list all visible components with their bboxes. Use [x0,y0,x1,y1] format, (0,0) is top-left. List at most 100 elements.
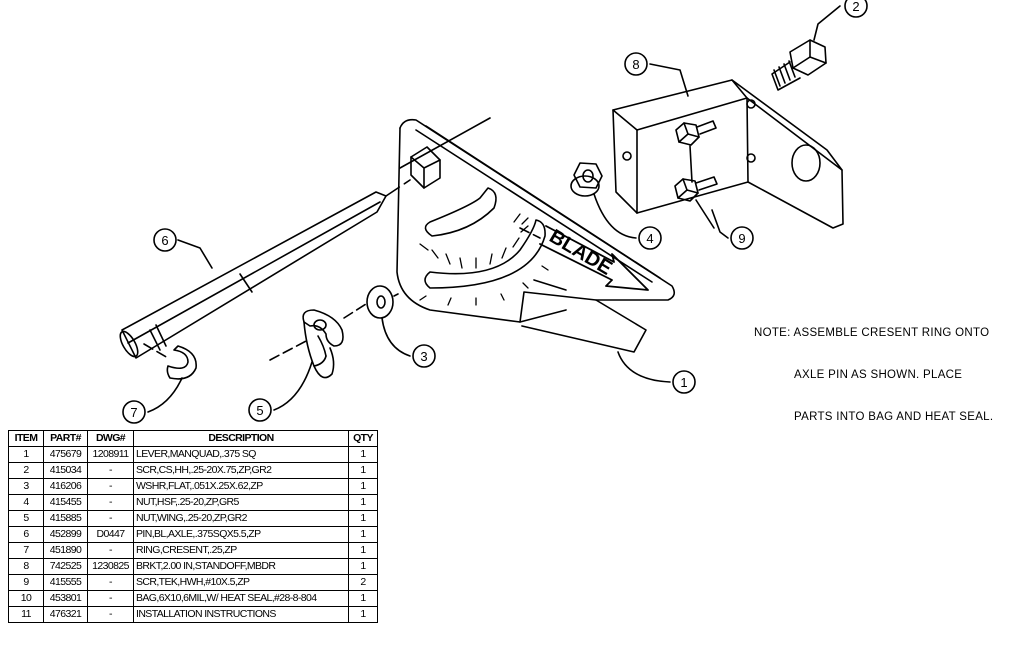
dwg-number-cell: - [87,542,134,559]
dwg-number-cell: - [87,494,134,511]
part-number-cell: 476321 [43,606,88,623]
item-cell: 2 [8,462,44,479]
part-number-cell: 451890 [43,542,88,559]
dwg-number-cell: 1208911 [87,446,134,463]
part-number-cell: 416206 [43,478,88,495]
part-number-cell: 415555 [43,574,88,591]
flange-nut [570,162,603,197]
item-cell: 6 [8,526,44,543]
part-number-cell: 475679 [43,446,88,463]
item-cell: 9 [8,574,44,591]
callout-3: 3 [381,317,436,368]
axle-pin [119,117,491,359]
svg-text:2: 2 [852,0,859,14]
col-dwg: DWG# [87,430,134,447]
qty-cell: 1 [348,478,378,495]
part-number-cell: 742525 [43,558,88,575]
callout-6: 6 [153,228,213,269]
col-description: DESCRIPTION [133,430,349,447]
qty-cell: 1 [348,494,378,511]
item-cell: 1 [8,446,44,463]
col-item: ITEM [8,430,44,447]
callout-2: 2 [813,0,868,41]
callout-8: 8 [624,52,689,97]
col-part: PART# [43,430,88,447]
qty-cell: 1 [348,462,378,479]
dwg-number-cell: - [87,606,134,623]
qty-cell: 1 [348,510,378,527]
dwg-number-cell: - [87,590,134,607]
description-cell: WSHR,FLAT,.051X.25X.62,ZP [133,478,349,495]
part-number-cell: 453801 [43,590,88,607]
qty-cell: 1 [348,590,378,607]
description-cell: INSTALLATION INSTRUCTIONS [133,606,349,623]
description-cell: LEVER,MANQUAD,.375 SQ [133,446,349,463]
callout-9: 9 [689,145,754,250]
tek-screw-lower [674,176,718,202]
item-cell: 8 [8,558,44,575]
svg-text:6: 6 [161,233,168,248]
part-number-cell: 415885 [43,510,88,527]
description-cell: RING,CRESENT,.25,ZP [133,542,349,559]
description-cell: BAG,6X10,6MIL,W/ HEAT SEAL,#28-8-804 [133,590,349,607]
description-cell: PIN,BL,AXLE,.375SQX5.5,ZP [133,526,349,543]
flat-washer [366,285,399,319]
description-cell: NUT,HSF,.25-20,ZP,GR5 [133,494,349,511]
part-number-cell: 415455 [43,494,88,511]
qty-cell: 1 [348,542,378,559]
callout-4: 4 [593,193,662,250]
callout-5: 5 [248,361,313,422]
hex-head-bolt [771,39,827,91]
part-number-cell: 415034 [43,462,88,479]
svg-text:3: 3 [420,349,427,364]
item-cell: 11 [8,606,44,623]
item-cell: 7 [8,542,44,559]
callout-1: 1 [617,351,696,394]
dwg-number-cell: - [87,574,134,591]
dwg-number-cell: - [87,510,134,527]
wing-nut [269,303,367,379]
item-cell: 4 [8,494,44,511]
standoff-bracket [612,79,844,229]
description-cell: NUT,WING,.25-20,ZP,GR2 [133,510,349,527]
svg-text:4: 4 [646,231,653,246]
svg-text:7: 7 [130,405,137,420]
callout-7: 7 [122,377,183,424]
svg-text:9: 9 [738,231,745,246]
col-qty: QTY [348,430,378,447]
qty-cell: 2 [348,574,378,591]
dwg-number-cell: - [87,462,134,479]
note-line-1: NOTE: ASSEMBLE CRESENT RING ONTO [754,327,990,339]
quadrant-lever: BLADE [396,118,676,353]
description-cell: SCR,TEK,HWH,#10X.5,ZP [133,574,349,591]
description-cell: BRKT,2.00 IN,STANDOFF,MBDR [133,558,349,575]
part-number-cell: 452899 [43,526,88,543]
svg-text:5: 5 [256,403,263,418]
table-header-row: ITEM PART# DWG# DESCRIPTION QTY [8,430,378,447]
item-cell: 5 [8,510,44,527]
item-cell: 3 [8,478,44,495]
note-line-3: PARTS INTO BAG AND HEAT SEAL. [794,411,994,423]
item-cell: 10 [8,590,44,607]
dwg-number-cell: 1230825 [87,558,134,575]
crescent-ring [143,343,197,380]
dwg-number-cell: - [87,478,134,495]
dwg-number-cell: D0447 [87,526,134,543]
svg-text:1: 1 [680,375,687,390]
note-line-2: AXLE PIN AS SHOWN. PLACE [794,369,963,381]
assembly-note: NOTE: ASSEMBLE CRESENT RING ONTO AXLE PI… [754,298,993,438]
tek-screw-upper [675,120,717,146]
